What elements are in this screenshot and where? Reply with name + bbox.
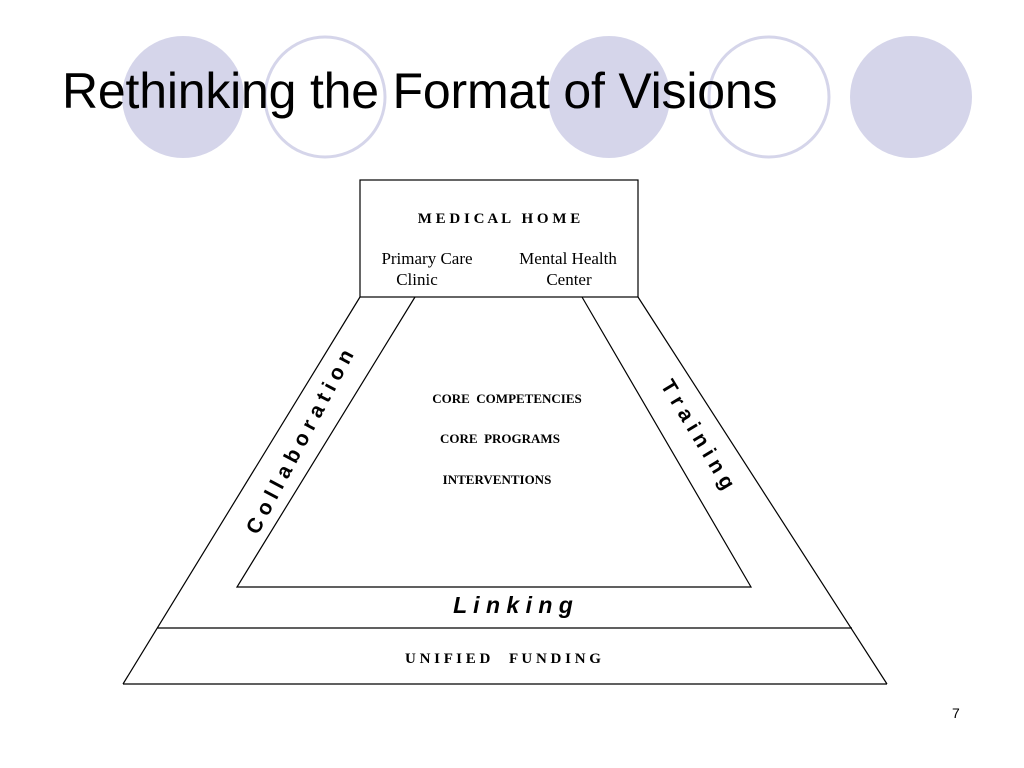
circle-3 [548, 36, 670, 158]
core-programs: CORE PROGRAMS [440, 431, 560, 446]
medical-home-heading: M E D I C A L H O M E [418, 211, 581, 227]
circle-2 [263, 35, 387, 159]
collaboration-label: C o l l a b o r a t i o n [242, 346, 359, 538]
primary-care-line1: Primary Care [381, 249, 472, 268]
linking-label: L i n k i n g [453, 592, 573, 618]
primary-care-line2: Clinic [396, 270, 438, 289]
core-competencies: CORE COMPETENCIES [432, 391, 582, 406]
outer-right-edge [637, 296, 888, 685]
mental-health-line1: Mental Health [519, 249, 617, 268]
circle-5 [850, 36, 972, 158]
unified-funding: U N I F I E D F U N D I N G [405, 651, 601, 667]
outer-left-edge [122, 296, 361, 685]
interventions: INTERVENTIONS [443, 472, 552, 487]
page-number: 7 [952, 705, 960, 721]
mental-health-line2: Center [546, 270, 592, 289]
slide-title: Rethinking the Format of Visions [62, 63, 778, 119]
inner-triangle [235, 296, 753, 588]
medical-home-box [359, 179, 639, 298]
circle-4 [707, 35, 831, 159]
circle-1 [122, 36, 244, 158]
